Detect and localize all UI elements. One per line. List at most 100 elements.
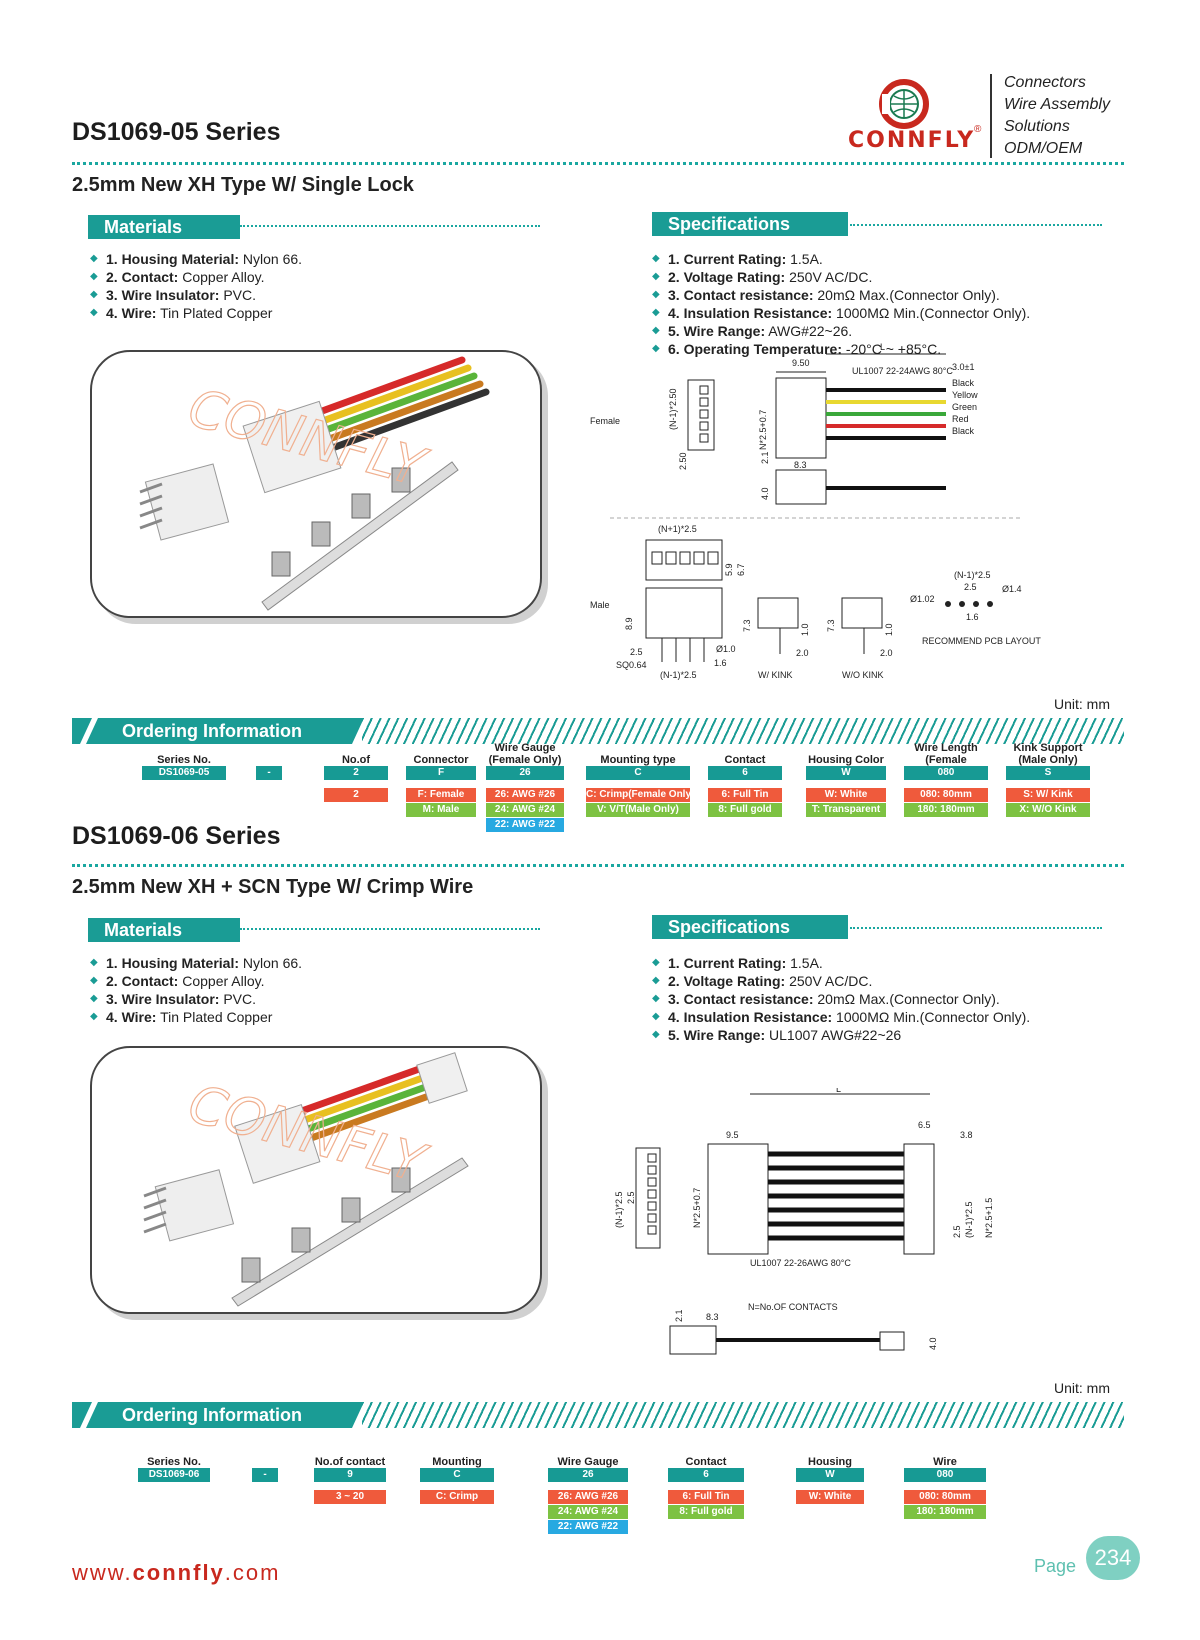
svg-text:SQ0.64: SQ0.64 bbox=[616, 660, 647, 670]
ordering-option: 8: Full gold bbox=[708, 803, 782, 817]
materials-list-1: 1. Housing Material: Nylon 66. 2. Contac… bbox=[90, 250, 510, 322]
svg-text:Female: Female bbox=[590, 416, 620, 426]
svg-text:1.6: 1.6 bbox=[966, 612, 979, 622]
ordering-option: 180: 180mm bbox=[904, 1505, 986, 1519]
svg-text:N*2.5+0.7: N*2.5+0.7 bbox=[758, 410, 768, 450]
svg-text:(N-1)*2.5: (N-1)*2.5 bbox=[614, 1191, 624, 1228]
dimension-drawing: L 9.5 6.5 3.8 (N-1)*2.5 2.5 N*2.5+0.7 2.… bbox=[614, 1084, 994, 1355]
subtitle-1: 2.5mm New XH Type W/ Single Lock bbox=[72, 174, 414, 196]
material-item: 2. Contact: Copper Alloy. bbox=[90, 268, 510, 286]
brand-divider bbox=[990, 74, 992, 158]
svg-text:Green: Green bbox=[952, 402, 977, 412]
footer-url[interactable]: www.connfly.com bbox=[72, 1560, 280, 1586]
ordering-code-value: F bbox=[406, 766, 476, 780]
svg-text:UL1007 22-26AWG 80°C: UL1007 22-26AWG 80°C bbox=[750, 1258, 851, 1268]
svg-text:7.3: 7.3 bbox=[826, 619, 836, 632]
globe-icon bbox=[879, 79, 929, 129]
tagline-2: Wire Assembly bbox=[1004, 96, 1110, 113]
svg-text:Yellow: Yellow bbox=[952, 390, 978, 400]
spec-item: 3. Contact resistance: 20mΩ Max.(Connect… bbox=[652, 286, 1112, 304]
ordering-column-header: Series No. bbox=[157, 754, 211, 766]
materials-rule-1 bbox=[240, 225, 540, 227]
ordering-heading-1: Ordering Information bbox=[122, 721, 302, 741]
ordering-option: 26: AWG #26 bbox=[548, 1490, 628, 1504]
material-item: 4. Wire: Tin Plated Copper bbox=[90, 304, 510, 322]
svg-text:Ø1.02: Ø1.02 bbox=[910, 594, 935, 604]
tagline-1: Connectors bbox=[1004, 74, 1086, 91]
ordering-option: M: Male bbox=[406, 803, 476, 817]
series-title-1: DS1069-05 Series bbox=[72, 118, 281, 146]
ordering-band bbox=[72, 718, 364, 744]
ordering-code-value: 6 bbox=[668, 1468, 744, 1482]
ordering-code-value: W bbox=[806, 766, 886, 780]
spec-item: 4. Insulation Resistance: 1000MΩ Min.(Co… bbox=[652, 1008, 1112, 1026]
divider-top bbox=[72, 162, 1124, 165]
url-brand: connfly bbox=[132, 1560, 225, 1585]
svg-text:N=No.OF CONTACTS: N=No.OF CONTACTS bbox=[748, 1302, 838, 1312]
ordering-option: 22: AWG #22 bbox=[486, 818, 564, 832]
spec-item: 6. Operating Temperature: -20°C ~ +85°C. bbox=[652, 340, 1112, 358]
ordering-column-header: Wire Gauge bbox=[557, 1456, 619, 1468]
product-photo-2: CONNFLY bbox=[90, 1046, 542, 1314]
svg-text:L: L bbox=[880, 342, 885, 352]
svg-text:(N-1)*2.50: (N-1)*2.50 bbox=[668, 388, 678, 430]
svg-text:Black: Black bbox=[952, 426, 975, 436]
ordering-option: 26: AWG #26 bbox=[486, 788, 564, 802]
material-item: 3. Wire Insulator: PVC. bbox=[90, 990, 510, 1008]
ordering-code-value: - bbox=[256, 766, 282, 780]
ordering-code-value: C bbox=[420, 1468, 494, 1482]
ordering-option: 080: 80mm bbox=[904, 788, 988, 802]
material-item: 2. Contact: Copper Alloy. bbox=[90, 972, 510, 990]
connector-illustration: CONNFLY bbox=[139, 356, 490, 611]
specifications-heading-2: Specifications bbox=[652, 915, 848, 939]
ordering-code-value: C bbox=[586, 766, 690, 780]
material-item: 4. Wire: Tin Plated Copper bbox=[90, 1008, 510, 1026]
ordering-column-header: Housing Color bbox=[808, 754, 884, 766]
svg-text:2.5: 2.5 bbox=[630, 647, 643, 657]
svg-text:6.7: 6.7 bbox=[736, 563, 746, 576]
material-item: 1. Housing Material: Nylon 66. bbox=[90, 250, 510, 268]
spec-item: 1. Current Rating: 1.5A. bbox=[652, 954, 1112, 972]
url-prefix: www. bbox=[72, 1560, 133, 1585]
svg-text:2.5: 2.5 bbox=[952, 1225, 962, 1238]
ordering-code-value: 2 bbox=[324, 766, 388, 780]
specifications-rule-1 bbox=[850, 224, 1102, 226]
spec-item: 5. Wire Range: AWG#22~26. bbox=[652, 322, 1112, 340]
unit-label-2: Unit: mm bbox=[1054, 1380, 1110, 1396]
series-title-2: DS1069-06 Series bbox=[72, 822, 281, 850]
spec-item: 2. Voltage Rating: 250V AC/DC. bbox=[652, 972, 1112, 990]
page-number-badge: 234 bbox=[1086, 1536, 1140, 1580]
ordering-code-value: DS1069-05 bbox=[142, 766, 226, 780]
specifications-heading-1: Specifications bbox=[652, 212, 848, 236]
svg-text:L: L bbox=[836, 1088, 841, 1094]
ordering-column-header: Series No. bbox=[147, 1456, 201, 1468]
svg-text:(N-1)*2.5: (N-1)*2.5 bbox=[660, 670, 697, 680]
svg-text:8.9: 8.9 bbox=[624, 617, 634, 630]
ordering-code-value: 6 bbox=[708, 766, 782, 780]
ordering-option: 6: Full Tin bbox=[708, 788, 782, 802]
ordering-option: S: W/ Kink bbox=[1006, 788, 1090, 802]
svg-text:W/O KINK: W/O KINK bbox=[842, 670, 884, 680]
brand-name: CONNFLY bbox=[848, 128, 976, 153]
ordering-code-value: 080 bbox=[904, 1468, 986, 1482]
spec-item: 2. Voltage Rating: 250V AC/DC. bbox=[652, 268, 1112, 286]
svg-text:6.5: 6.5 bbox=[918, 1120, 931, 1130]
material-item: 1. Housing Material: Nylon 66. bbox=[90, 954, 510, 972]
ordering-code-value: 26 bbox=[548, 1468, 628, 1482]
svg-text:1.6: 1.6 bbox=[714, 658, 727, 668]
technical-drawing-2: L 9.5 6.5 3.8 (N-1)*2.5 2.5 N*2.5+0.7 2.… bbox=[600, 1084, 1020, 1358]
svg-text:1.0: 1.0 bbox=[884, 623, 894, 636]
svg-text:2.0: 2.0 bbox=[880, 648, 893, 658]
dimension-drawing: Female (N-1)*2.50 2.50 N*2.5+0.7 9.50 L … bbox=[590, 342, 1041, 680]
ordering-option: X: W/O Kink bbox=[1006, 803, 1090, 817]
materials-heading-2: Materials bbox=[88, 918, 240, 942]
svg-text:3.0±1: 3.0±1 bbox=[952, 362, 974, 372]
ordering-column-header: Kink Support(Male Only) bbox=[1013, 742, 1083, 766]
ordering-option: C: Crimp bbox=[420, 1490, 494, 1504]
ordering-option: 080: 80mm bbox=[904, 1490, 986, 1504]
ordering-option: F: Female bbox=[406, 788, 476, 802]
svg-text:9.50: 9.50 bbox=[792, 358, 810, 368]
svg-text:UL1007 22-24AWG 80°C: UL1007 22-24AWG 80°C bbox=[852, 366, 953, 376]
ordering-code-value: 26 bbox=[486, 766, 564, 780]
ordering-option: 3 ~ 20 bbox=[314, 1490, 386, 1504]
